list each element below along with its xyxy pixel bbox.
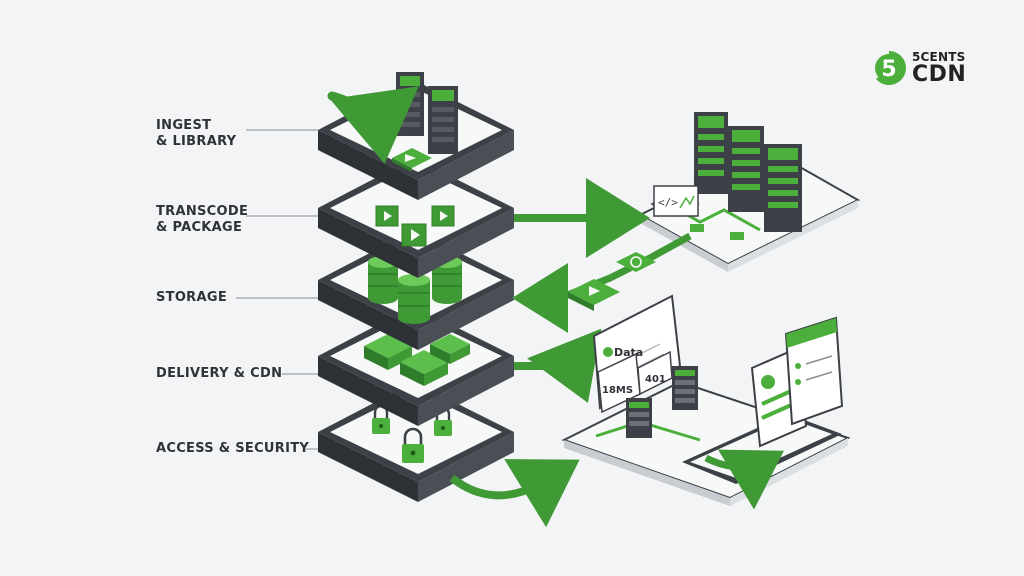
layer-slab-ingest-library — [318, 72, 514, 200]
status-code-label: 401 — [645, 374, 666, 385]
origin-server-platform: </> — [637, 112, 861, 272]
latency-metric-label: 18MS — [602, 385, 633, 396]
layer-slab-transcode-package — [318, 158, 514, 278]
play-icon — [431, 205, 455, 227]
brand-badge-icon: 5 — [875, 51, 906, 85]
brand-name-bottom: CDN — [912, 62, 967, 87]
server-rack-icon — [672, 366, 698, 410]
svg-text:</>: </> — [658, 196, 678, 209]
server-rack-icon — [728, 126, 764, 212]
settings-panel — [784, 316, 844, 426]
origin-to-storage-flow — [512, 232, 692, 333]
access-to-edge-arrow — [449, 459, 580, 528]
layer-label-delivery-cdn: DELIVERY & CDN — [156, 366, 283, 381]
play-icon — [401, 223, 427, 247]
layer-slab-delivery-cdn — [318, 306, 514, 426]
server-rack-icon — [428, 86, 458, 154]
ingest-flow-arrow — [327, 86, 419, 164]
lock-icon — [402, 427, 424, 463]
edge-monitoring-platform: Data 18MS 401 — [561, 294, 851, 510]
delivery-to-edge-arrow — [514, 328, 602, 403]
brand-logo: 5 5CENTS CDN — [870, 46, 985, 88]
client-device — [682, 414, 842, 510]
brand-badge-number: 5 — [881, 57, 896, 82]
layer-slab-storage — [318, 230, 514, 350]
play-icon — [375, 205, 399, 227]
refresh-icon — [616, 252, 656, 272]
brand-name-top: 5CENTS — [912, 50, 966, 64]
leader-lines — [236, 129, 318, 450]
server-rack-icon — [764, 144, 802, 232]
connector-node — [730, 232, 744, 240]
server-rack-icon — [626, 398, 652, 438]
layer-slab-access-security — [318, 382, 514, 502]
code-icon: </> — [650, 185, 700, 217]
database-icon — [368, 256, 398, 304]
server-rack-icon — [396, 72, 424, 136]
play-icon — [589, 286, 600, 296]
database-icon — [398, 274, 430, 324]
server-rack-icon — [694, 112, 728, 194]
layer-label-storage: STORAGE — [156, 290, 228, 305]
layer-label-ingest-library: INGEST & LIBRARY — [156, 118, 237, 149]
layer-label-access-security: ACCESS & SECURITY — [156, 441, 310, 456]
layer-label-transcode-package: TRANSCODE & PACKAGE — [156, 204, 249, 235]
connector-node — [690, 224, 704, 232]
